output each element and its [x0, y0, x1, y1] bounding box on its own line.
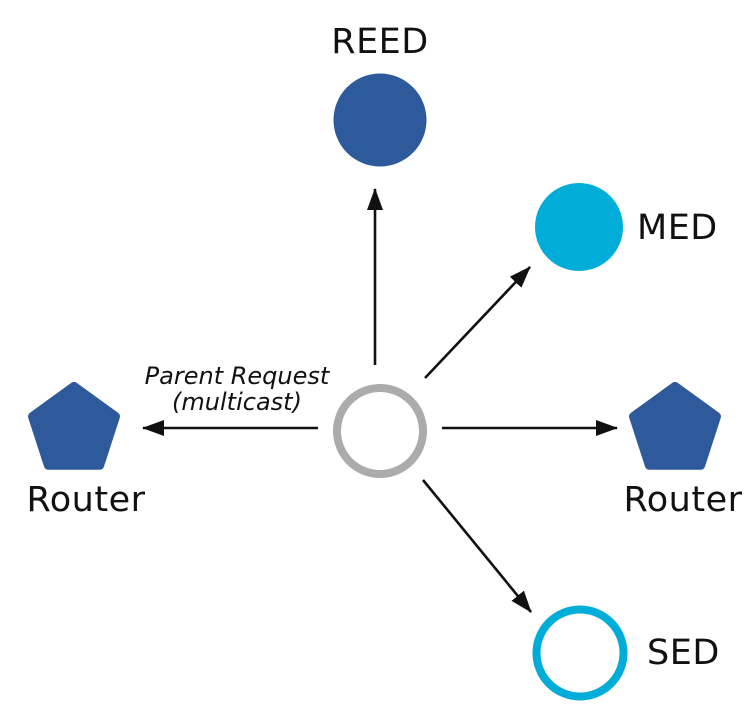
multicast-arrows [142, 188, 618, 613]
reed-node [333, 73, 427, 167]
router-left-label: Router [26, 479, 146, 520]
reed-label: REED [331, 21, 429, 62]
router-right-label: Router [623, 479, 743, 520]
annotation-line2: (multicast) [172, 388, 302, 416]
router-right-node [629, 382, 721, 470]
med-label: MED [637, 207, 718, 248]
parent-request-annotation: Parent Request (multicast) [145, 363, 330, 415]
joiner-node [333, 384, 427, 478]
sed-node [532, 605, 628, 701]
sed-label: SED [647, 632, 720, 673]
med-node [535, 183, 623, 271]
arrow-to-med [424, 266, 531, 379]
annotation-line1: Parent Request [144, 362, 330, 390]
router-left-node [28, 382, 120, 470]
arrow-to-sed [421, 479, 533, 613]
